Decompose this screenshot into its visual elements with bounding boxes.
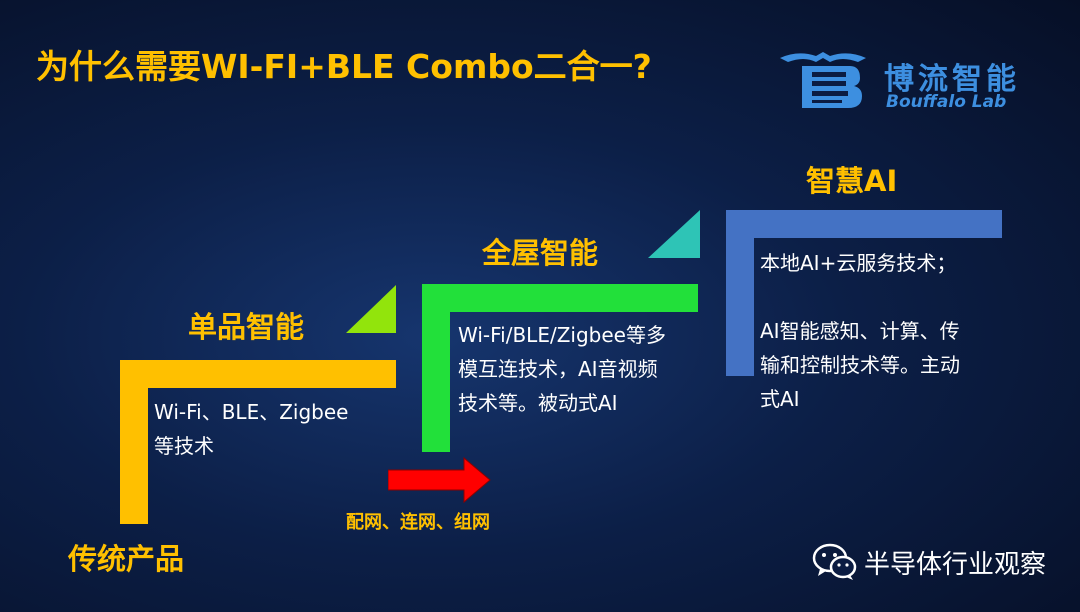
red-arrow-icon [388, 456, 491, 504]
stage-traditional-label: 传统产品 [68, 542, 185, 576]
stage-single-label: 单品智能 [188, 310, 305, 344]
stage-whole-home-label: 全屋智能 [482, 236, 599, 270]
stage-smart-ai-horizontal-bar [726, 210, 1002, 238]
stage-single-horizontal-bar [120, 360, 396, 388]
footer-text: 半导体行业观察 [864, 550, 1047, 580]
stage-single-triangle [346, 285, 396, 333]
slide-title: 为什么需要WI-FI+BLE Combo二合一? [36, 47, 652, 86]
logo-name-cn: 博流智能 [884, 62, 1020, 97]
stage-whole-home-triangle [648, 210, 700, 258]
company-logo: 博流智能 Bouffalo Lab [778, 50, 1038, 120]
arrow-label: 配网、连网、组网 [346, 512, 490, 533]
stage-smart-ai-desc: 本地AI+云服务技术； AI智能感知、计算、传 输和控制技术等。主动 式AI [760, 251, 960, 411]
logo-name-en: Bouffalo Lab [886, 92, 1007, 112]
wechat-icon [812, 543, 857, 580]
stage-whole-home-horizontal-bar [422, 284, 698, 312]
stage-smart-ai-label: 智慧AI [806, 164, 898, 198]
stage-single-desc: Wi-Fi、BLE、Zigbee 等技术 [154, 400, 349, 458]
stage-whole-home-desc: Wi-Fi/BLE/Zigbee等多 模互连技术，AI音视频 技术等。被动式AI [458, 323, 666, 415]
footer-attribution: 半导体行业观察 [812, 540, 1062, 584]
stage-whole-home-vertical-bar [422, 284, 450, 452]
bouffalo-logo-icon [780, 52, 866, 108]
